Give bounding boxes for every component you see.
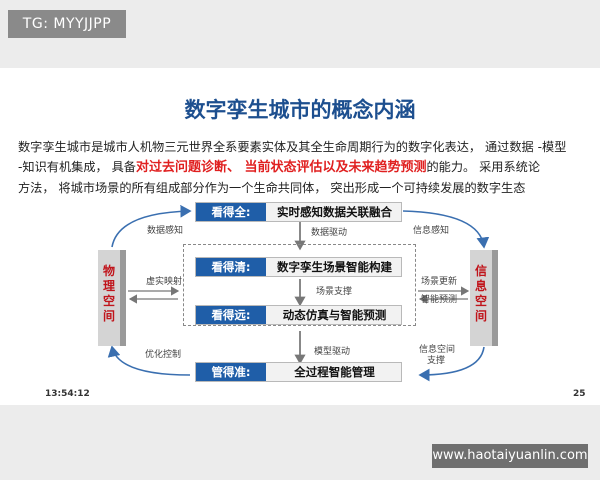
paragraph-line-3: 方法， 将城市场景的所有组成部分作为一个生命共同体， 突出形成一个可持续发展的数…: [18, 181, 526, 195]
label-support: 支撑: [427, 356, 446, 366]
concept-paragraph: 数字孪生城市是城市人机物三元世界全系要素实体及其全生命周期行为的数字化表达， 通…: [18, 137, 590, 198]
label-scene-support: 场景支撑: [316, 287, 353, 297]
box-manage-precise: 管得准: 全过程智能管理: [195, 362, 402, 382]
bottom-band: [0, 405, 600, 480]
paragraph-line-2: -知识有机集成， 具备对过去问题诊断、 当前状态评估以及未来趋势预测的能力。 采…: [18, 157, 590, 178]
box-see-clear-content: 数字孪生场景智能构建: [277, 260, 392, 274]
info-space-column: 信 息 空 间: [470, 250, 498, 346]
box-manage-precise-content: 全过程智能管理: [294, 365, 375, 379]
physical-space-char-2: 理: [102, 279, 115, 293]
physical-space-char-3: 空: [102, 294, 115, 308]
box-see-all: 看得全: 实时感知数据关联融合: [195, 202, 402, 222]
slide-page-number: 25: [573, 389, 586, 399]
concept-diagram: 看得全: 实时感知数据关联融合 看得清: 数字孪生场景智能构建 看得远: 动态仿…: [0, 195, 600, 390]
paragraph-line-1: 数字孪生城市是城市人机物三元世界全系要素实体及其全生命周期行为的数字化表达， 通…: [18, 140, 567, 154]
diagram-connectors: [107, 204, 490, 382]
physical-space-column: 物 理 空 间: [98, 250, 126, 346]
label-info-sense: 信息感知: [413, 226, 450, 236]
slide-title: 数字孪生城市的概念内涵: [184, 98, 416, 122]
label-model-drive: 模型驱动: [314, 347, 351, 357]
label-virtual-map: 虚实映射: [146, 277, 183, 287]
info-space-char-3: 空: [474, 294, 487, 308]
box-see-far-content: 动态仿真与智能预测: [282, 308, 387, 322]
label-info-space: 信息空间: [419, 345, 456, 355]
paragraph-line-2-pre: -知识有机集成， 具备: [18, 160, 136, 174]
info-space-char-4: 间: [474, 309, 487, 323]
dashed-frame: [183, 244, 416, 326]
paragraph-line-2-post: 的能力。 采用系统论: [426, 160, 541, 174]
label-optimize-control: 优化控制: [145, 350, 182, 360]
watermark-badge: TG: MYYJJPP: [8, 10, 126, 38]
box-see-far-label: 看得远:: [196, 306, 266, 324]
slide-timestamp: 13:54:12: [45, 389, 90, 399]
info-space-char-2: 息: [474, 279, 487, 293]
info-space-char-1: 信: [474, 264, 487, 278]
box-see-clear: 看得清: 数字孪生场景智能构建: [195, 257, 402, 277]
box-see-all-content: 实时感知数据关联融合: [277, 205, 392, 219]
box-see-far: 看得远: 动态仿真与智能预测: [195, 305, 402, 325]
box-see-clear-label: 看得清:: [196, 258, 266, 276]
physical-space-char-1: 物: [102, 264, 115, 278]
box-manage-precise-label: 管得准:: [196, 363, 266, 381]
label-smart-predict: 智能预测: [421, 295, 458, 305]
label-scene-update: 场景更新: [421, 277, 458, 287]
label-data-sense: 数据感知: [147, 226, 184, 236]
box-see-all-label: 看得全:: [196, 203, 266, 221]
label-data-drive: 数据驱动: [311, 228, 348, 238]
physical-space-char-4: 间: [102, 309, 115, 323]
paragraph-highlight: 对过去问题诊断、 当前状态评估以及未来趋势预测: [135, 160, 427, 175]
site-url-banner: www.haotaiyuanlin.com: [432, 444, 588, 468]
